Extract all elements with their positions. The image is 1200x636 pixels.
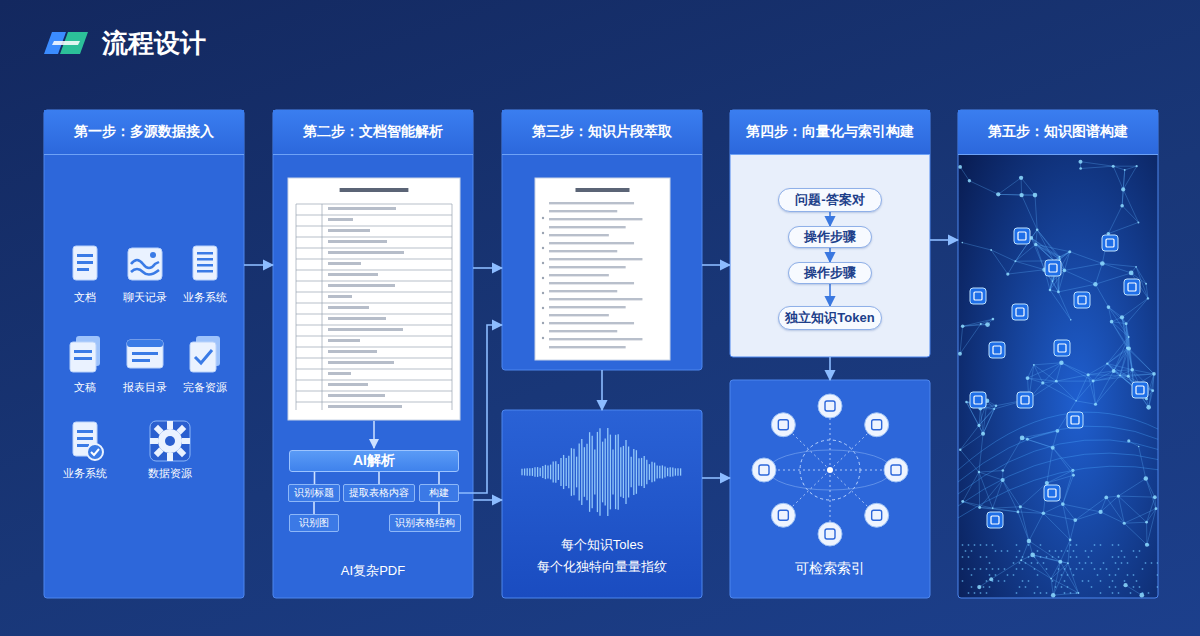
source-icon [122,242,168,288]
panel-caption: 每个知识Toles [502,536,702,554]
flow-connector [459,325,502,493]
process-box: AI解析 [289,450,459,472]
sub-process-box: 识别表格结构 [389,514,461,532]
item-label: 完备资源 [175,380,235,394]
panel-ground [958,110,1158,598]
logo-mark [52,41,80,45]
source-icon [62,418,108,464]
sub-process-box: 提取表格内容 [343,484,415,502]
source-item: 完备资源 [175,332,235,402]
flow-connector [473,267,502,269]
step-heading: 第一步：多源数据接入 [44,110,244,155]
item-label: 数据资源 [140,466,200,480]
panel-ground [730,110,930,357]
item-label: 报表目录 [115,380,175,394]
flow-connector [473,499,502,501]
document-picture [288,178,460,420]
panel-caption: AI复杂PDF [273,562,473,580]
step-panel: 可检索索引 [730,380,930,598]
item-label: 业务系统 [175,290,235,304]
knowledge-graph-art [958,160,1158,598]
source-icon [122,332,168,378]
document-picture [535,178,670,360]
box-label: 操作步骤 [804,264,856,282]
box-label: 问题-答案对 [795,191,864,209]
step-heading: 第二步：文档智能解析 [273,110,473,155]
source-icon [182,332,228,378]
step-heading: 第四步：向量化与索引构建 [730,110,930,155]
flow-connector [930,239,958,241]
source-icon [62,242,108,288]
item-label: 文档 [55,290,115,304]
box-label: 识别标题 [294,486,334,500]
source-item: 文档 [55,242,115,312]
panel-ground [44,110,244,598]
sub-process-box: 识别图 [289,514,339,532]
step-pill: 独立知识Token [778,306,882,330]
flow-connector [314,472,316,484]
panel-ground [273,110,473,598]
box-label: 识别图 [299,516,329,530]
flow-connector [378,472,380,484]
flow-connector [829,357,831,380]
source-item: 聊天记录 [115,242,175,312]
source-icon [182,242,228,288]
source-item: 数据资源 [140,418,200,488]
step-heading: 第五步：知识图谱构建 [958,110,1158,155]
flow-connector [829,212,831,226]
step-panel: 第三步：知识片段萃取 [502,110,702,370]
item-label: 文稿 [55,380,115,394]
index-network [752,394,908,546]
source-item: 报表目录 [115,332,175,402]
source-item: 业务系统 [55,418,115,488]
flow-connector [438,502,440,514]
source-item: 业务系统 [175,242,235,312]
panel-caption: 可检索索引 [730,560,930,578]
step-heading: 第三步：知识片段萃取 [502,110,702,155]
step-panel: 第四步：向量化与索引构建问题-答案对操作步骤操作步骤独立知识Token [730,110,930,357]
step-pill: 操作步骤 [788,226,872,248]
diagram-title: 流程设计 [102,26,206,60]
panel-ground [502,410,702,598]
step-panel: 每个知识Toles 每个化独特向量量指纹 [502,410,702,598]
box-label: 构建 [429,486,449,500]
item-label: 聊天记录 [115,290,175,304]
box-label: 提取表格内容 [349,486,409,500]
step-pill: 问题-答案对 [778,188,882,212]
flow-connector [829,248,831,262]
waveform [522,428,681,516]
flow-connector [244,264,273,266]
box-label: AI解析 [353,452,395,470]
box-label: 独立知识Token [785,309,874,327]
panel-caption: 每个化独特向量量指纹 [502,558,702,576]
flow-connector [438,472,440,484]
flow-connector [702,264,730,266]
flow-connector [313,502,315,514]
leader-arrow [373,421,375,448]
step-panel: 第五步：知识图谱构建 [958,110,1158,598]
flow-connector [829,284,831,306]
sub-process-box: 识别标题 [288,484,340,502]
box-label: 识别表格结构 [395,516,455,530]
panel-ground [730,380,930,598]
flow-connector [601,370,603,410]
step-pill: 操作步骤 [788,262,872,284]
source-item: 文稿 [55,332,115,402]
item-label: 业务系统 [55,466,115,480]
source-icon [147,418,193,464]
title-wrap: 流程设计 [102,26,206,60]
panel-ground [502,110,702,370]
step-panel: 第二步：文档智能解析 AI复杂PDF AI解析识别标题 提取表格内容 构建识别图 识别表格… [273,110,473,598]
step-panel: 第一步：多源数据接入文档聊天记录业务系统文稿报表目录完备资源业务系统数据资源 [44,110,244,598]
sub-process-box: 构建 [419,484,459,502]
flow-connector [702,477,730,479]
box-label: 操作步骤 [804,228,856,246]
source-icon [62,332,108,378]
